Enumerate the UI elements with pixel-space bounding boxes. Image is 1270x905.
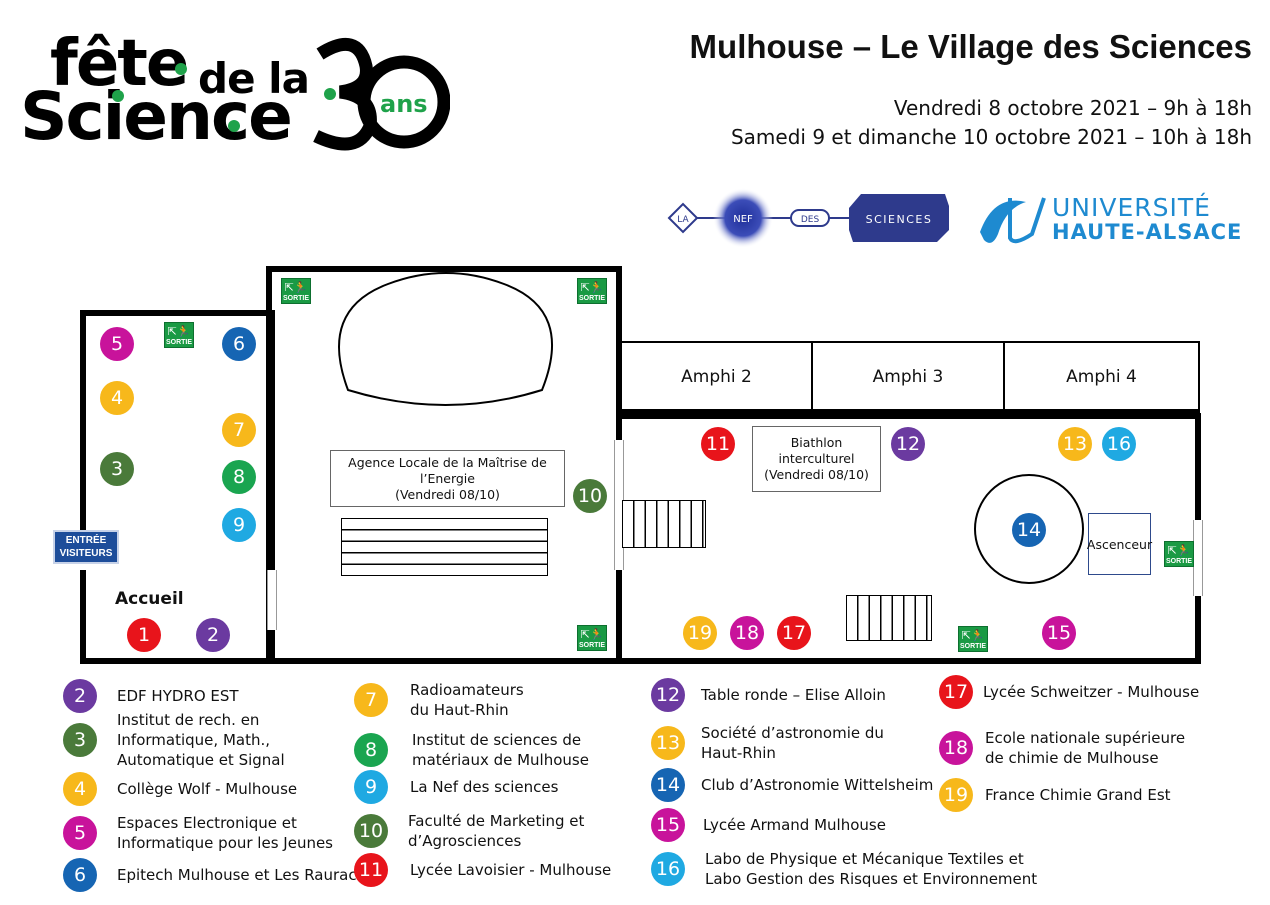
accueil-label: Accueil <box>115 589 184 609</box>
nef-des-sciences-logo: LA NEF DES SCIENCES <box>667 188 949 248</box>
stairs <box>622 500 706 548</box>
exit-sign: ⇱🏃SORTIE <box>164 322 194 348</box>
svg-text:LA: LA <box>677 215 689 225</box>
exit-sign: ⇱🏃SORTIE <box>1164 541 1194 567</box>
stand-marker-8[interactable]: 8 <box>222 460 256 494</box>
svg-text:HAUTE-ALSACE: HAUTE-ALSACE <box>1052 220 1242 244</box>
bench-rows <box>341 518 548 576</box>
stand-marker-4[interactable]: 4 <box>100 381 134 415</box>
stand-marker-10[interactable]: 10 <box>573 479 607 513</box>
stand-marker-11[interactable]: 11 <box>701 427 735 461</box>
amphi-2-label: Amphi 2 <box>681 367 752 387</box>
stand-marker-14[interactable]: 14 <box>1012 513 1046 547</box>
stand-marker-15[interactable]: 15 <box>1042 616 1076 650</box>
svg-text:SCIENCES: SCIENCES <box>866 213 933 226</box>
exit-running-icon: ⇱🏃 <box>580 282 604 294</box>
exit-sign: ⇱🏃SORTIE <box>958 626 988 652</box>
stairs <box>846 595 932 641</box>
svg-text:DES: DES <box>801 215 820 225</box>
exit-sign: ⇱🏃SORTIE <box>577 625 607 651</box>
logo-30-mark: ans <box>313 38 450 151</box>
logo-dot <box>112 90 124 102</box>
dome-outline <box>338 272 554 406</box>
stand-marker-19[interactable]: 19 <box>683 616 717 650</box>
stand-marker-18[interactable]: 18 <box>730 616 764 650</box>
logo-dot <box>228 120 240 132</box>
uha-logo: UNIVERSITÉ HAUTE-ALSACE <box>980 193 1242 244</box>
elevator: Ascenceur <box>1087 513 1152 575</box>
stand-marker-5[interactable]: 5 <box>100 327 134 361</box>
stand-marker-17[interactable]: 17 <box>777 616 811 650</box>
logo-ans: ans <box>380 90 428 118</box>
stand-marker-7[interactable]: 7 <box>222 413 256 447</box>
amphi-3-label: Amphi 3 <box>872 367 944 387</box>
date-friday: Vendredi 8 octobre 2021 – 9h à 18h <box>893 96 1252 120</box>
exit-running-icon: ⇱🏃 <box>167 326 191 338</box>
ale-box: Agence Locale de la Maîtrise de l’Energi… <box>330 450 565 507</box>
stand-marker-1[interactable]: 1 <box>127 618 161 652</box>
date-weekend: Samedi 9 et dimanche 10 octobre 2021 – 1… <box>730 125 1252 149</box>
amphi-4-label: Amphi 4 <box>1066 367 1137 387</box>
biathlon-box: Biathlon interculturel (Vendredi 08/10) <box>752 426 881 492</box>
round-area <box>974 474 1084 584</box>
stand-marker-9[interactable]: 9 <box>222 508 256 542</box>
accueil-room <box>80 310 275 664</box>
svg-text:NEF: NEF <box>733 214 753 225</box>
exit-running-icon: ⇱🏃 <box>961 630 985 642</box>
logo-de-la: de la <box>198 54 310 103</box>
stand-marker-3[interactable]: 3 <box>100 452 134 486</box>
stand-marker-16[interactable]: 16 <box>1102 427 1136 461</box>
exit-sign: ⇱🏃SORTIE <box>577 278 607 304</box>
exit-running-icon: ⇱🏃 <box>284 282 308 294</box>
exit-sign: ⇱🏃SORTIE <box>281 278 311 304</box>
entrance-sign: ENTRÉE VISITEURS <box>53 530 119 564</box>
stand-marker-12[interactable]: 12 <box>891 427 925 461</box>
amphi-strip <box>620 341 1200 413</box>
exit-running-icon: ⇱🏃 <box>1167 545 1191 557</box>
stand-marker-6[interactable]: 6 <box>222 327 256 361</box>
logo-dot <box>175 63 187 75</box>
svg-text:UNIVERSITÉ: UNIVERSITÉ <box>1052 193 1211 222</box>
logo-science: Science <box>20 78 293 155</box>
logo-fete: fête <box>50 27 189 101</box>
exit-running-icon: ⇱🏃 <box>580 629 604 641</box>
stand-marker-2[interactable]: 2 <box>196 618 230 652</box>
stand-marker-13[interactable]: 13 <box>1058 427 1092 461</box>
page-title: Mulhouse – Le Village des Sciences <box>689 28 1252 65</box>
